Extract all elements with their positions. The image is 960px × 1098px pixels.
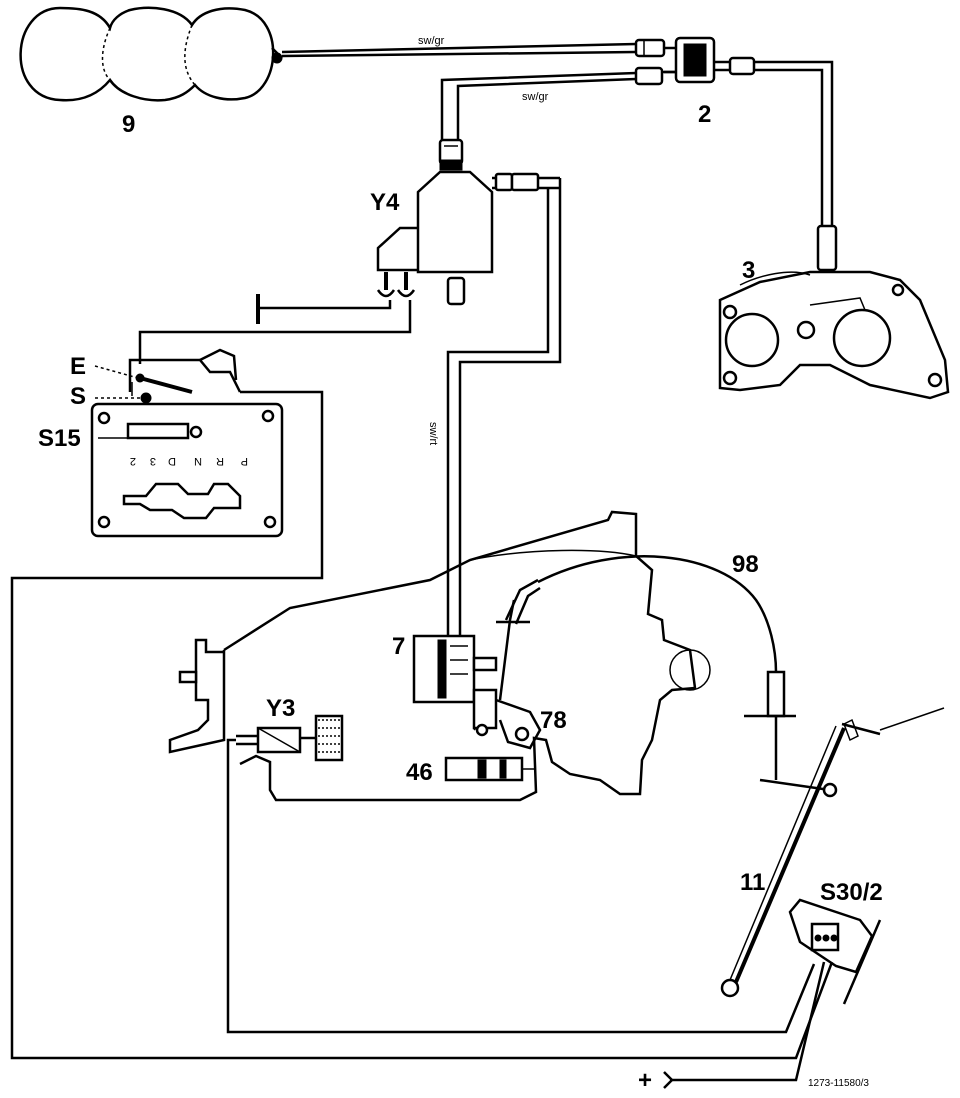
label-part-78: 78 xyxy=(540,707,567,734)
reference-code: 1273-11580/3 xyxy=(808,1078,869,1089)
vacuum-hose-second xyxy=(440,66,676,140)
wire-color-top: sw/gr xyxy=(418,35,445,47)
label-vacuum-tank: 9 xyxy=(122,111,135,138)
wire-switch-s-outer xyxy=(10,390,834,1060)
wire-y4-to-switch xyxy=(138,300,412,364)
label-check-valve: 2 xyxy=(698,101,711,128)
wire-color-vertical: sw/rt xyxy=(427,422,439,445)
intake-manifold xyxy=(718,270,950,400)
selector-switch-assembly xyxy=(128,348,242,404)
linkage-78 xyxy=(472,578,542,750)
label-part-46: 46 xyxy=(406,759,433,786)
part-46 xyxy=(444,756,534,782)
kickdown-switch-s30-2 xyxy=(788,898,882,1005)
label-switch-s: S xyxy=(70,383,86,410)
throttle-cable-98 xyxy=(537,555,796,780)
ground-wire xyxy=(256,294,392,324)
gear-label-3: 3 xyxy=(150,455,156,467)
label-intake-manifold: 3 xyxy=(742,257,755,284)
vacuum-hose-manifold xyxy=(754,60,838,272)
vacuum-element-7 xyxy=(412,634,498,704)
label-supply-plus: + xyxy=(638,1067,652,1094)
label-switch-s30-2: S30/2 xyxy=(820,879,883,906)
gear-label-p: P xyxy=(241,455,248,467)
vacuum-tank xyxy=(19,6,283,102)
selector-plate-s15 xyxy=(90,402,284,538)
label-cable-98: 98 xyxy=(732,551,759,578)
supply-wire xyxy=(663,961,826,1089)
label-component-7: 7 xyxy=(392,633,405,660)
gear-label-d: D xyxy=(168,455,176,467)
gear-label-n: N xyxy=(194,455,202,467)
wire-color-second: sw/gr xyxy=(522,91,549,103)
label-switch-e: E xyxy=(70,353,86,380)
transmission-housing xyxy=(168,510,711,802)
check-valve xyxy=(664,36,756,84)
gear-position-labels: P R N D 3 2 xyxy=(130,455,248,467)
solenoid-valve-y4 xyxy=(376,138,560,306)
solenoid-valve-y3 xyxy=(236,714,344,762)
gear-label-r: R xyxy=(216,455,224,467)
label-pedal-11: 11 xyxy=(740,869,765,896)
pedal-linkage-11 xyxy=(720,707,945,998)
vacuum-hose-top xyxy=(281,38,666,58)
vacuum-line-to-7 xyxy=(446,178,562,636)
label-solenoid-y4: Y4 xyxy=(370,189,400,216)
label-selector-s15: S15 xyxy=(38,425,81,452)
gear-label-2: 2 xyxy=(130,455,136,467)
label-solenoid-y3: Y3 xyxy=(266,695,295,722)
wire-y3-to-s30 xyxy=(226,738,816,1034)
